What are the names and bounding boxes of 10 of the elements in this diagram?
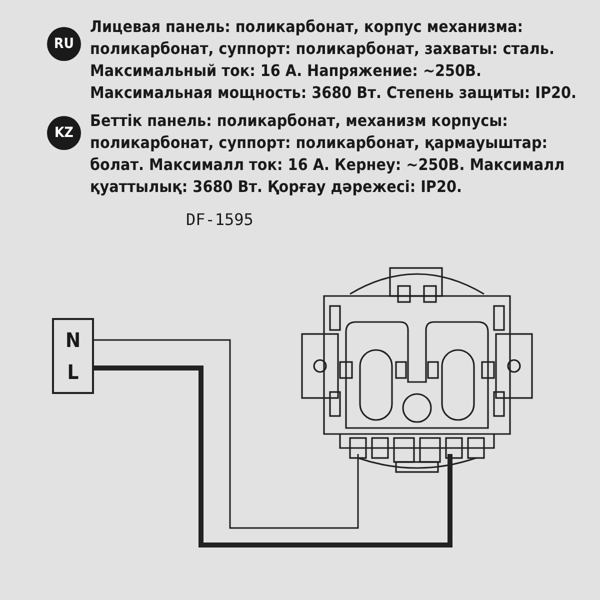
terminal-label: L <box>66 360 80 384</box>
specification-text: Лицевая панель: поликарбонат, корпус механизма: поликарбонат, суппорт: поликарбонат, захваты: сталь. Максимальный ток: 16 А. Напряжение: ~250В. Максимальная мощность: 3680 Вт. Степень защиты: IP20. <box>90 16 578 104</box>
language-badge: KZ <box>47 116 81 150</box>
wire <box>94 339 359 529</box>
language-badge: RU <box>47 27 81 61</box>
specification-text: Беттік панель: поликарбонат, механизм корпусы: поликарбонат, суппорт: поликарбонат, қармауыштар: болат. Максималл ток: 16 А. Кернеу: ~250В. Максималл қуаттылық: 3680 Вт. Қорғау дәрежесі: IP20. <box>90 110 566 198</box>
model-number: DF-1595 <box>186 210 254 229</box>
wire <box>94 366 452 548</box>
terminal-label: N <box>64 328 82 352</box>
terminal-block <box>52 318 94 394</box>
